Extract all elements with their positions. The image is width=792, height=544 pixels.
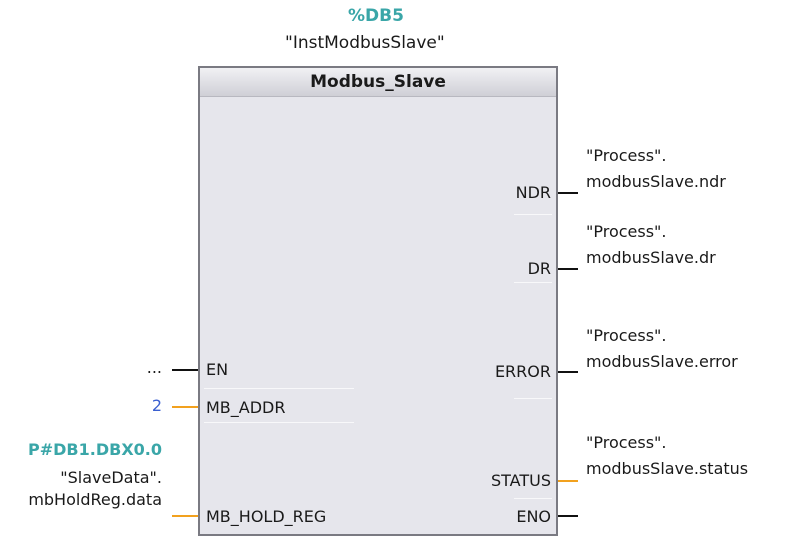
pin-en: EN xyxy=(206,360,229,379)
operand-mb-addr[interactable]: 2 xyxy=(151,396,162,415)
pin-status: STATUS xyxy=(490,471,551,490)
instance-db-name: "InstModbusSlave" xyxy=(285,33,445,53)
operand-dr-line1[interactable]: "Process". xyxy=(586,222,667,241)
operand-dr-line2[interactable]: modbusSlave.dr xyxy=(586,248,716,267)
separator xyxy=(514,498,552,499)
operand-ndr-line1[interactable]: "Process". xyxy=(586,146,667,165)
separator xyxy=(514,398,552,399)
wire-mb-addr[interactable] xyxy=(172,406,198,408)
wire-en[interactable] xyxy=(172,369,198,371)
pin-eno: ENO xyxy=(516,507,551,526)
operand-status-line1[interactable]: "Process". xyxy=(586,433,667,452)
separator xyxy=(514,282,552,283)
instance-db-number: %DB5 xyxy=(348,6,404,26)
separator xyxy=(204,388,354,389)
wire-mb-hold-reg[interactable] xyxy=(172,515,198,517)
pin-error: ERROR xyxy=(494,362,551,381)
operand-en[interactable]: ... xyxy=(146,358,162,377)
operand-mb-hold-reg-line2[interactable]: mbHoldReg.data xyxy=(28,490,162,509)
pin-mb-hold-reg: MB_HOLD_REG xyxy=(206,507,327,526)
wire-dr[interactable] xyxy=(558,268,578,270)
pin-mb-addr: MB_ADDR xyxy=(206,398,286,417)
pin-dr: DR xyxy=(527,259,551,278)
separator xyxy=(204,422,354,423)
wire-status[interactable] xyxy=(558,480,578,482)
separator xyxy=(514,214,552,215)
block-title: Modbus_Slave xyxy=(200,68,556,97)
operand-ndr-line2[interactable]: modbusSlave.ndr xyxy=(586,172,726,191)
function-block[interactable]: Modbus_Slave xyxy=(198,66,558,536)
operand-status-line2[interactable]: modbusSlave.status xyxy=(586,459,749,478)
wire-ndr[interactable] xyxy=(558,192,578,194)
operand-error-line2[interactable]: modbusSlave.error xyxy=(586,352,738,371)
operand-mb-hold-reg-line1[interactable]: "SlaveData". xyxy=(60,468,162,487)
pin-ndr: NDR xyxy=(515,183,551,202)
operand-error-line1[interactable]: "Process". xyxy=(586,326,667,345)
wire-eno[interactable] xyxy=(558,515,578,517)
operand-mb-hold-reg-pointer: P#DB1.DBX0.0 xyxy=(28,440,162,459)
wire-error[interactable] xyxy=(558,371,578,373)
